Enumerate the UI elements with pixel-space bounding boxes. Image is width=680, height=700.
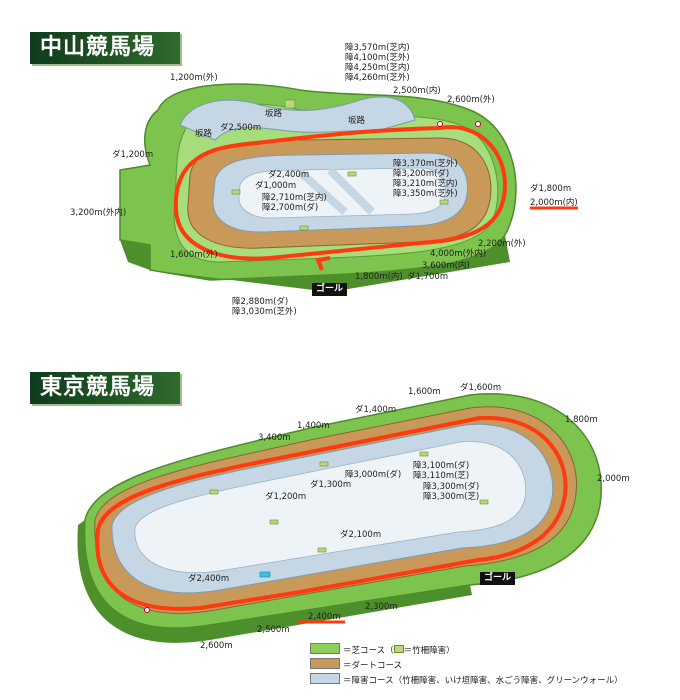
label: 2,500m(内)	[393, 85, 441, 96]
label: ダ1,300m	[310, 479, 351, 490]
label: 坂路	[195, 128, 213, 139]
label: 障3,030m(芝外)	[232, 306, 297, 317]
label: 1,400m	[297, 421, 330, 431]
label: 障3,300m(ダ)	[423, 481, 479, 492]
label: 2,000m(内)	[530, 197, 578, 208]
label: 障3,370m(芝外)	[393, 158, 458, 169]
nakayama-title: 中山競馬場	[30, 32, 180, 64]
label: 2,500m	[257, 625, 290, 635]
label: 障3,210m(芝内)	[393, 178, 458, 189]
label: 2,400m	[308, 612, 341, 622]
legend-jump: ＝障害コース（竹柵障害、いけ垣障害、水ごう障害、グリーンウォール）	[310, 673, 675, 685]
label: 障3,300m(芝)	[423, 491, 479, 502]
nakayama-labels: 障3,570m(芝内) 障4,100m(芝外) 障4,250m(芝内) 障4,2…	[70, 42, 578, 317]
label: 障2,700m(ダ)	[262, 202, 318, 213]
tokyo-track	[77, 393, 602, 643]
jump-swatch	[310, 673, 340, 684]
tokyo-title: 東京競馬場	[30, 372, 180, 404]
label: 障4,100m(芝外)	[345, 52, 410, 63]
label: 障3,200m(ダ)	[393, 168, 449, 179]
label: ダ1,200m	[265, 491, 306, 502]
label: ダ2,500m	[220, 122, 261, 133]
label: 障4,250m(芝内)	[345, 62, 410, 73]
tokyo-labels: 1,600m ダ1,600m ダ1,400m 1,400m 3,400m 1,8…	[188, 382, 630, 651]
label: 3,600m(内)	[422, 260, 470, 271]
label: 1,800m	[565, 415, 598, 425]
dirt-swatch	[310, 658, 340, 669]
legend-turf: ＝芝コース（ ＝竹柵障害）	[310, 643, 455, 656]
label: 3,400m	[258, 433, 291, 443]
label: ダ1,600m	[460, 382, 501, 393]
label: 障2,880m(ダ)	[232, 296, 288, 307]
nakayama-track	[119, 83, 578, 292]
label: 1,600m	[408, 387, 441, 397]
nakayama-goal-marker: ゴール	[312, 283, 348, 296]
fence-obstacle-icon	[393, 645, 404, 653]
label: 3,200m(外内)	[70, 207, 126, 218]
label: 坂路	[265, 108, 283, 119]
legend-dirt: ＝ダートコース	[310, 658, 403, 671]
label: ダ2,100m	[340, 529, 381, 540]
label: 坂路	[348, 115, 366, 126]
label: ダ1,000m	[255, 180, 296, 191]
turf-swatch	[310, 643, 340, 654]
label: 障2,710m(芝内)	[262, 192, 327, 203]
label: 1,200m(外)	[170, 72, 218, 83]
legend-text: ＝芝コース（	[343, 646, 394, 656]
legend-text: ＝障害コース（竹柵障害、いけ垣障害、水ごう障害、グリーンウォール）	[343, 676, 623, 685]
label: 2,600m	[200, 641, 233, 651]
label: 1,600m(外)	[170, 249, 218, 260]
label: ダ2,400m	[188, 573, 229, 584]
label: 障3,100m(ダ)	[413, 460, 469, 471]
tokyo-goal-marker: ゴール	[480, 572, 516, 585]
legend-text: ＝ダートコース	[343, 661, 403, 671]
label: ダ2,400m	[268, 169, 309, 180]
label: 1,800m(内)	[355, 271, 403, 282]
label: ダ1,800m	[530, 183, 571, 194]
label: 障3,110m(芝)	[413, 470, 469, 481]
legend-text: ＝竹柵障害）	[403, 646, 455, 656]
label: 2,200m(外)	[478, 238, 526, 249]
label: 2,300m	[365, 602, 398, 612]
label: 4,000m(外内)	[430, 248, 486, 259]
label: 2,000m	[597, 474, 630, 484]
label: 障3,570m(芝内)	[345, 42, 410, 53]
label: ダ1,400m	[355, 404, 396, 415]
label: ダ1,700m	[407, 271, 448, 282]
label: ダ1,200m	[112, 149, 153, 160]
label: 障4,260m(芝外)	[345, 72, 410, 83]
label: 障3,000m(ダ)	[345, 469, 401, 480]
label: 2,600m(外)	[447, 94, 495, 105]
label: 障3,350m(芝外)	[393, 188, 458, 199]
